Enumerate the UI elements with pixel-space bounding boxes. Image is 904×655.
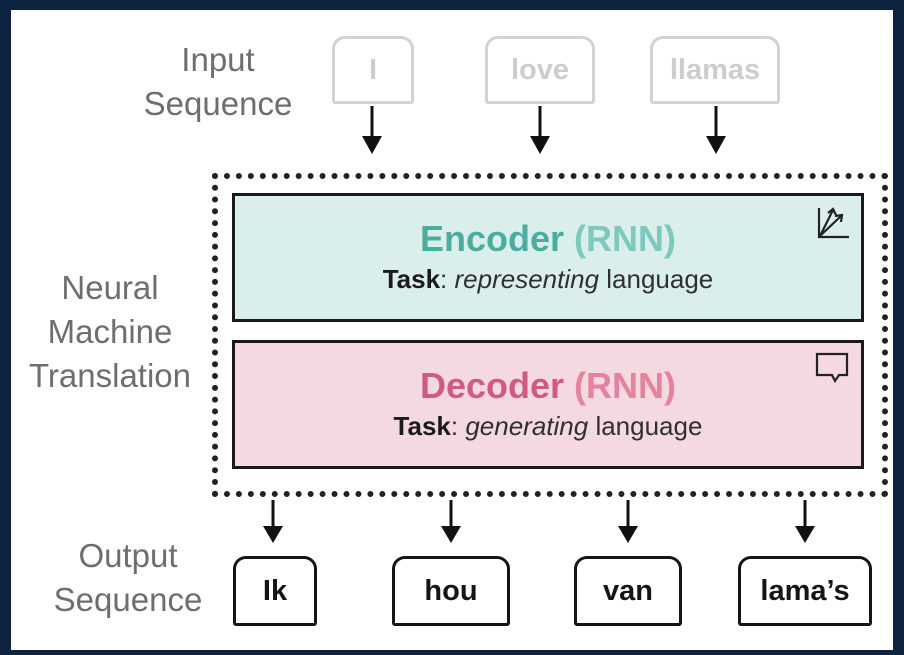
decoder-task-label: Task — [393, 411, 451, 441]
input-token-1: I — [332, 36, 414, 104]
nmt-label-line-1: Neural — [61, 269, 159, 306]
decoder-type: (RNN) — [574, 365, 677, 406]
input-token-2: love — [485, 36, 595, 104]
output-label-line-2: Sequence — [53, 581, 203, 618]
nmt-label-line-2: Machine — [47, 313, 173, 350]
speech-bubble-icon — [815, 352, 849, 384]
input-token-3: llamas — [650, 36, 780, 104]
encoder-task: Task: representing language — [235, 264, 861, 295]
decoder-task-object: language — [588, 411, 703, 441]
diagram-panel — [11, 10, 893, 650]
input-label-line-2: Sequence — [143, 85, 293, 122]
encoder-task-sep: : — [440, 264, 455, 294]
nmt-dotted-frame — [212, 173, 888, 497]
decoder-title: Decoder (RNN) — [235, 365, 861, 407]
encoder-task-object: language — [599, 264, 714, 294]
arrow-output-3 — [618, 500, 638, 543]
encoder-task-label: Task — [382, 264, 441, 294]
input-sequence-label: Input Sequence — [120, 38, 316, 126]
encoder-task-verb: representing — [454, 264, 600, 294]
nmt-label-line-3: Translation — [28, 357, 192, 394]
output-label-line-1: Output — [78, 537, 178, 574]
output-sequence-label: Output Sequence — [30, 534, 226, 622]
decoder-task-sep: : — [450, 411, 466, 441]
input-label-line-1: Input — [181, 41, 255, 78]
decoder-task: Task: generating language — [235, 411, 861, 442]
decoder-task-verb: generating — [465, 411, 589, 441]
arrow-input-2 — [530, 106, 550, 154]
decoder-block: Decoder (RNN) Task: generating language — [232, 340, 864, 469]
arrow-output-4 — [795, 500, 815, 543]
encoder-block: Encoder (RNN) Task: representing languag… — [232, 193, 864, 322]
output-token-3: van — [574, 556, 682, 626]
encoder-name: Encoder — [419, 218, 565, 259]
arrow-input-1 — [362, 106, 382, 154]
decoder-name: Decoder — [419, 365, 565, 406]
vector-arrows-icon — [817, 207, 849, 239]
arrow-input-3 — [706, 106, 726, 154]
encoder-type: (RNN) — [574, 218, 677, 259]
output-token-4: lama’s — [738, 556, 872, 626]
arrow-output-1 — [263, 500, 283, 543]
encoder-title: Encoder (RNN) — [235, 218, 861, 260]
nmt-label: Neural Machine Translation — [12, 266, 208, 398]
arrow-output-2 — [441, 500, 461, 543]
output-token-2: hou — [392, 556, 510, 626]
output-token-1: Ik — [233, 556, 317, 626]
